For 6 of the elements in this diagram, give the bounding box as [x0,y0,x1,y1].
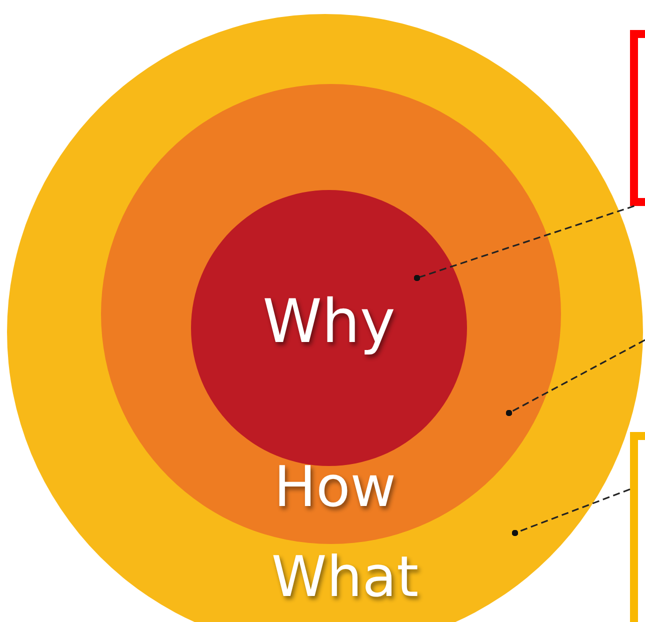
ring-label: Why [262,292,396,352]
ring-label: How [274,460,396,516]
ring-label: What [271,550,419,606]
leader-line [506,339,645,416]
leader-line [414,205,634,282]
leader-line [512,488,630,536]
